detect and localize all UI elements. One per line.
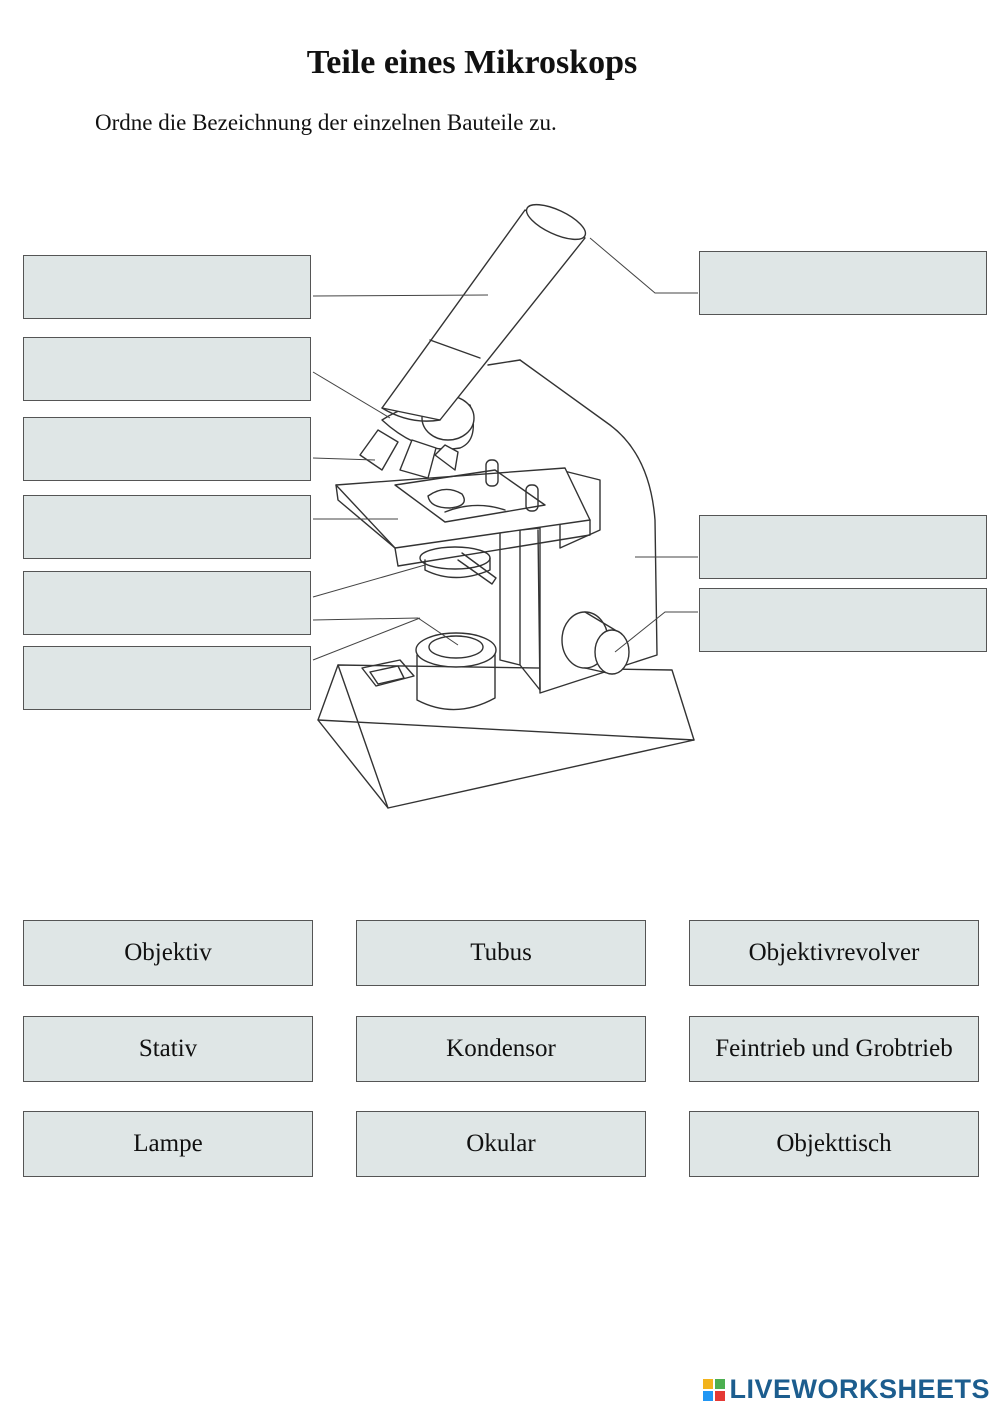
word-okular[interactable]: Okular <box>356 1111 646 1177</box>
answer-box-1[interactable] <box>23 255 311 319</box>
answer-box-9[interactable] <box>699 588 987 652</box>
brand-name: LIVEWORKSHEETS <box>729 1374 990 1404</box>
page-title: Teile eines Mikroskops <box>306 44 638 81</box>
answer-box-4[interactable] <box>23 495 311 559</box>
word-feintrieb-grobtrieb[interactable]: Feintrieb und Grobtrieb <box>689 1016 979 1082</box>
answer-box-8[interactable] <box>699 515 987 579</box>
answer-box-6[interactable] <box>23 646 311 710</box>
answer-box-3[interactable] <box>23 417 311 481</box>
liveworksheets-brand[interactable]: LIVEWORKSHEETS <box>703 1374 990 1405</box>
word-objektivrevolver[interactable]: Objektivrevolver <box>689 920 979 986</box>
word-lampe[interactable]: Lampe <box>23 1111 313 1177</box>
answer-box-5[interactable] <box>23 571 311 635</box>
answer-box-7[interactable] <box>699 251 987 315</box>
word-objektiv[interactable]: Objektiv <box>23 920 313 986</box>
word-kondensor[interactable]: Kondensor <box>356 1016 646 1082</box>
instruction-text: Ordne die Bezeichnung der einzelnen Baut… <box>95 110 557 135</box>
word-tubus[interactable]: Tubus <box>356 920 646 986</box>
answer-box-2[interactable] <box>23 337 311 401</box>
liveworksheets-logo-icon <box>703 1378 726 1401</box>
microscope-illustration <box>312 203 698 809</box>
word-objekttisch[interactable]: Objekttisch <box>689 1111 979 1177</box>
word-stativ[interactable]: Stativ <box>23 1016 313 1082</box>
